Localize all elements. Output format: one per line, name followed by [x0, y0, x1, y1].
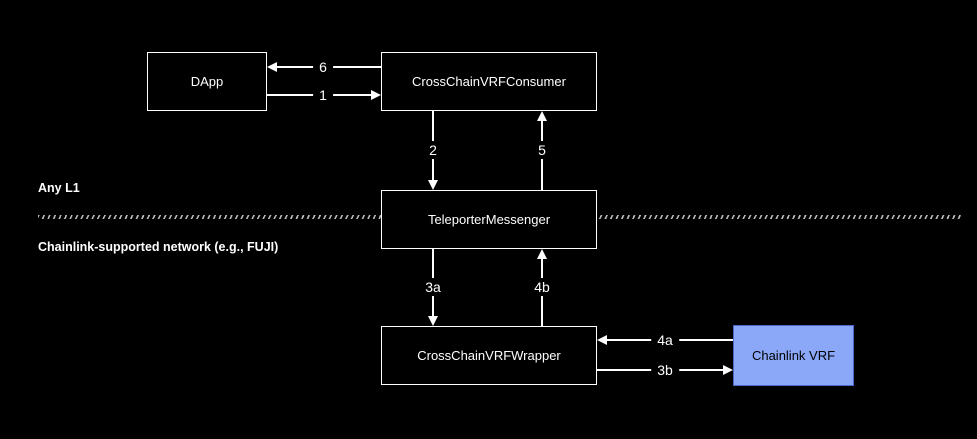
node-teleporter-messenger: TeleporterMessenger [381, 190, 597, 249]
edge-1-arrowhead-right [371, 90, 381, 100]
region-label-chainlink-network: Chainlink-supported network (e.g., FUJI) [38, 240, 279, 254]
edge-4a-label: 4a [651, 331, 679, 349]
node-crosschain-vrf-wrapper: CrossChainVRFWrapper [381, 326, 597, 385]
edge-4a-arrowhead-left [597, 335, 607, 345]
node-crosschain-vrf-consumer: CrossChainVRFConsumer [381, 52, 597, 111]
edge-3b-label: 3b [651, 361, 679, 379]
node-dapp: DApp [147, 52, 267, 111]
edge-6-arrowhead-left [267, 62, 277, 72]
edge-5-label: 5 [534, 141, 550, 159]
edge-4b-arrowhead-up [537, 249, 547, 259]
edge-3a-label: 3a [421, 278, 445, 296]
edge-4b-label: 4b [530, 278, 554, 296]
edge-2-arrowhead-down [428, 180, 438, 190]
edge-1-label: 1 [313, 86, 333, 104]
edge-6-label: 6 [313, 58, 333, 76]
edge-2-label: 2 [425, 141, 441, 159]
edge-5-arrowhead-up [537, 111, 547, 121]
region-label-any-l1: Any L1 [38, 181, 80, 195]
edge-3a-arrowhead-down [428, 316, 438, 326]
node-chainlink-vrf: Chainlink VRF [733, 325, 854, 386]
edge-3b-arrowhead-right [723, 365, 733, 375]
